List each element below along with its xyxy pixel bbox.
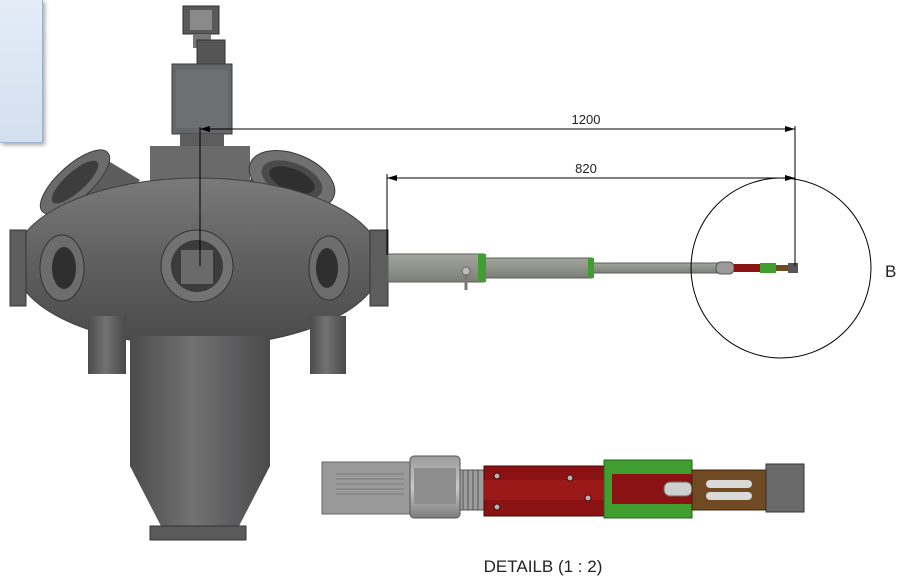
detail-tip [691,469,769,511]
dimension-820-label: 820 [575,161,597,176]
side-panel [0,0,43,143]
detail-b-view [321,455,805,519]
viewport-left [39,234,85,302]
base-flange [149,525,247,541]
detail-spring [459,469,485,511]
leg-left [88,316,126,374]
detail-arm-rod [321,461,415,515]
lower-column [130,336,270,466]
viewport-right [308,235,350,301]
detail-caption: DETAILB (1 : 2) [484,557,603,576]
viewport-center [160,229,234,303]
vacuum-chamber [9,5,389,541]
detail-circle-label: B [885,262,896,281]
leg-right [310,316,346,374]
top-actuator [171,5,233,148]
right-flange [369,229,389,307]
dimension-lines [199,126,796,266]
detail-circle-b [690,177,872,359]
dimension-1200-label: 1200 [572,112,601,127]
lower-cone [130,466,270,528]
left-flange [9,229,27,307]
detail-end-block [765,463,805,513]
transfer-arm [387,253,798,290]
